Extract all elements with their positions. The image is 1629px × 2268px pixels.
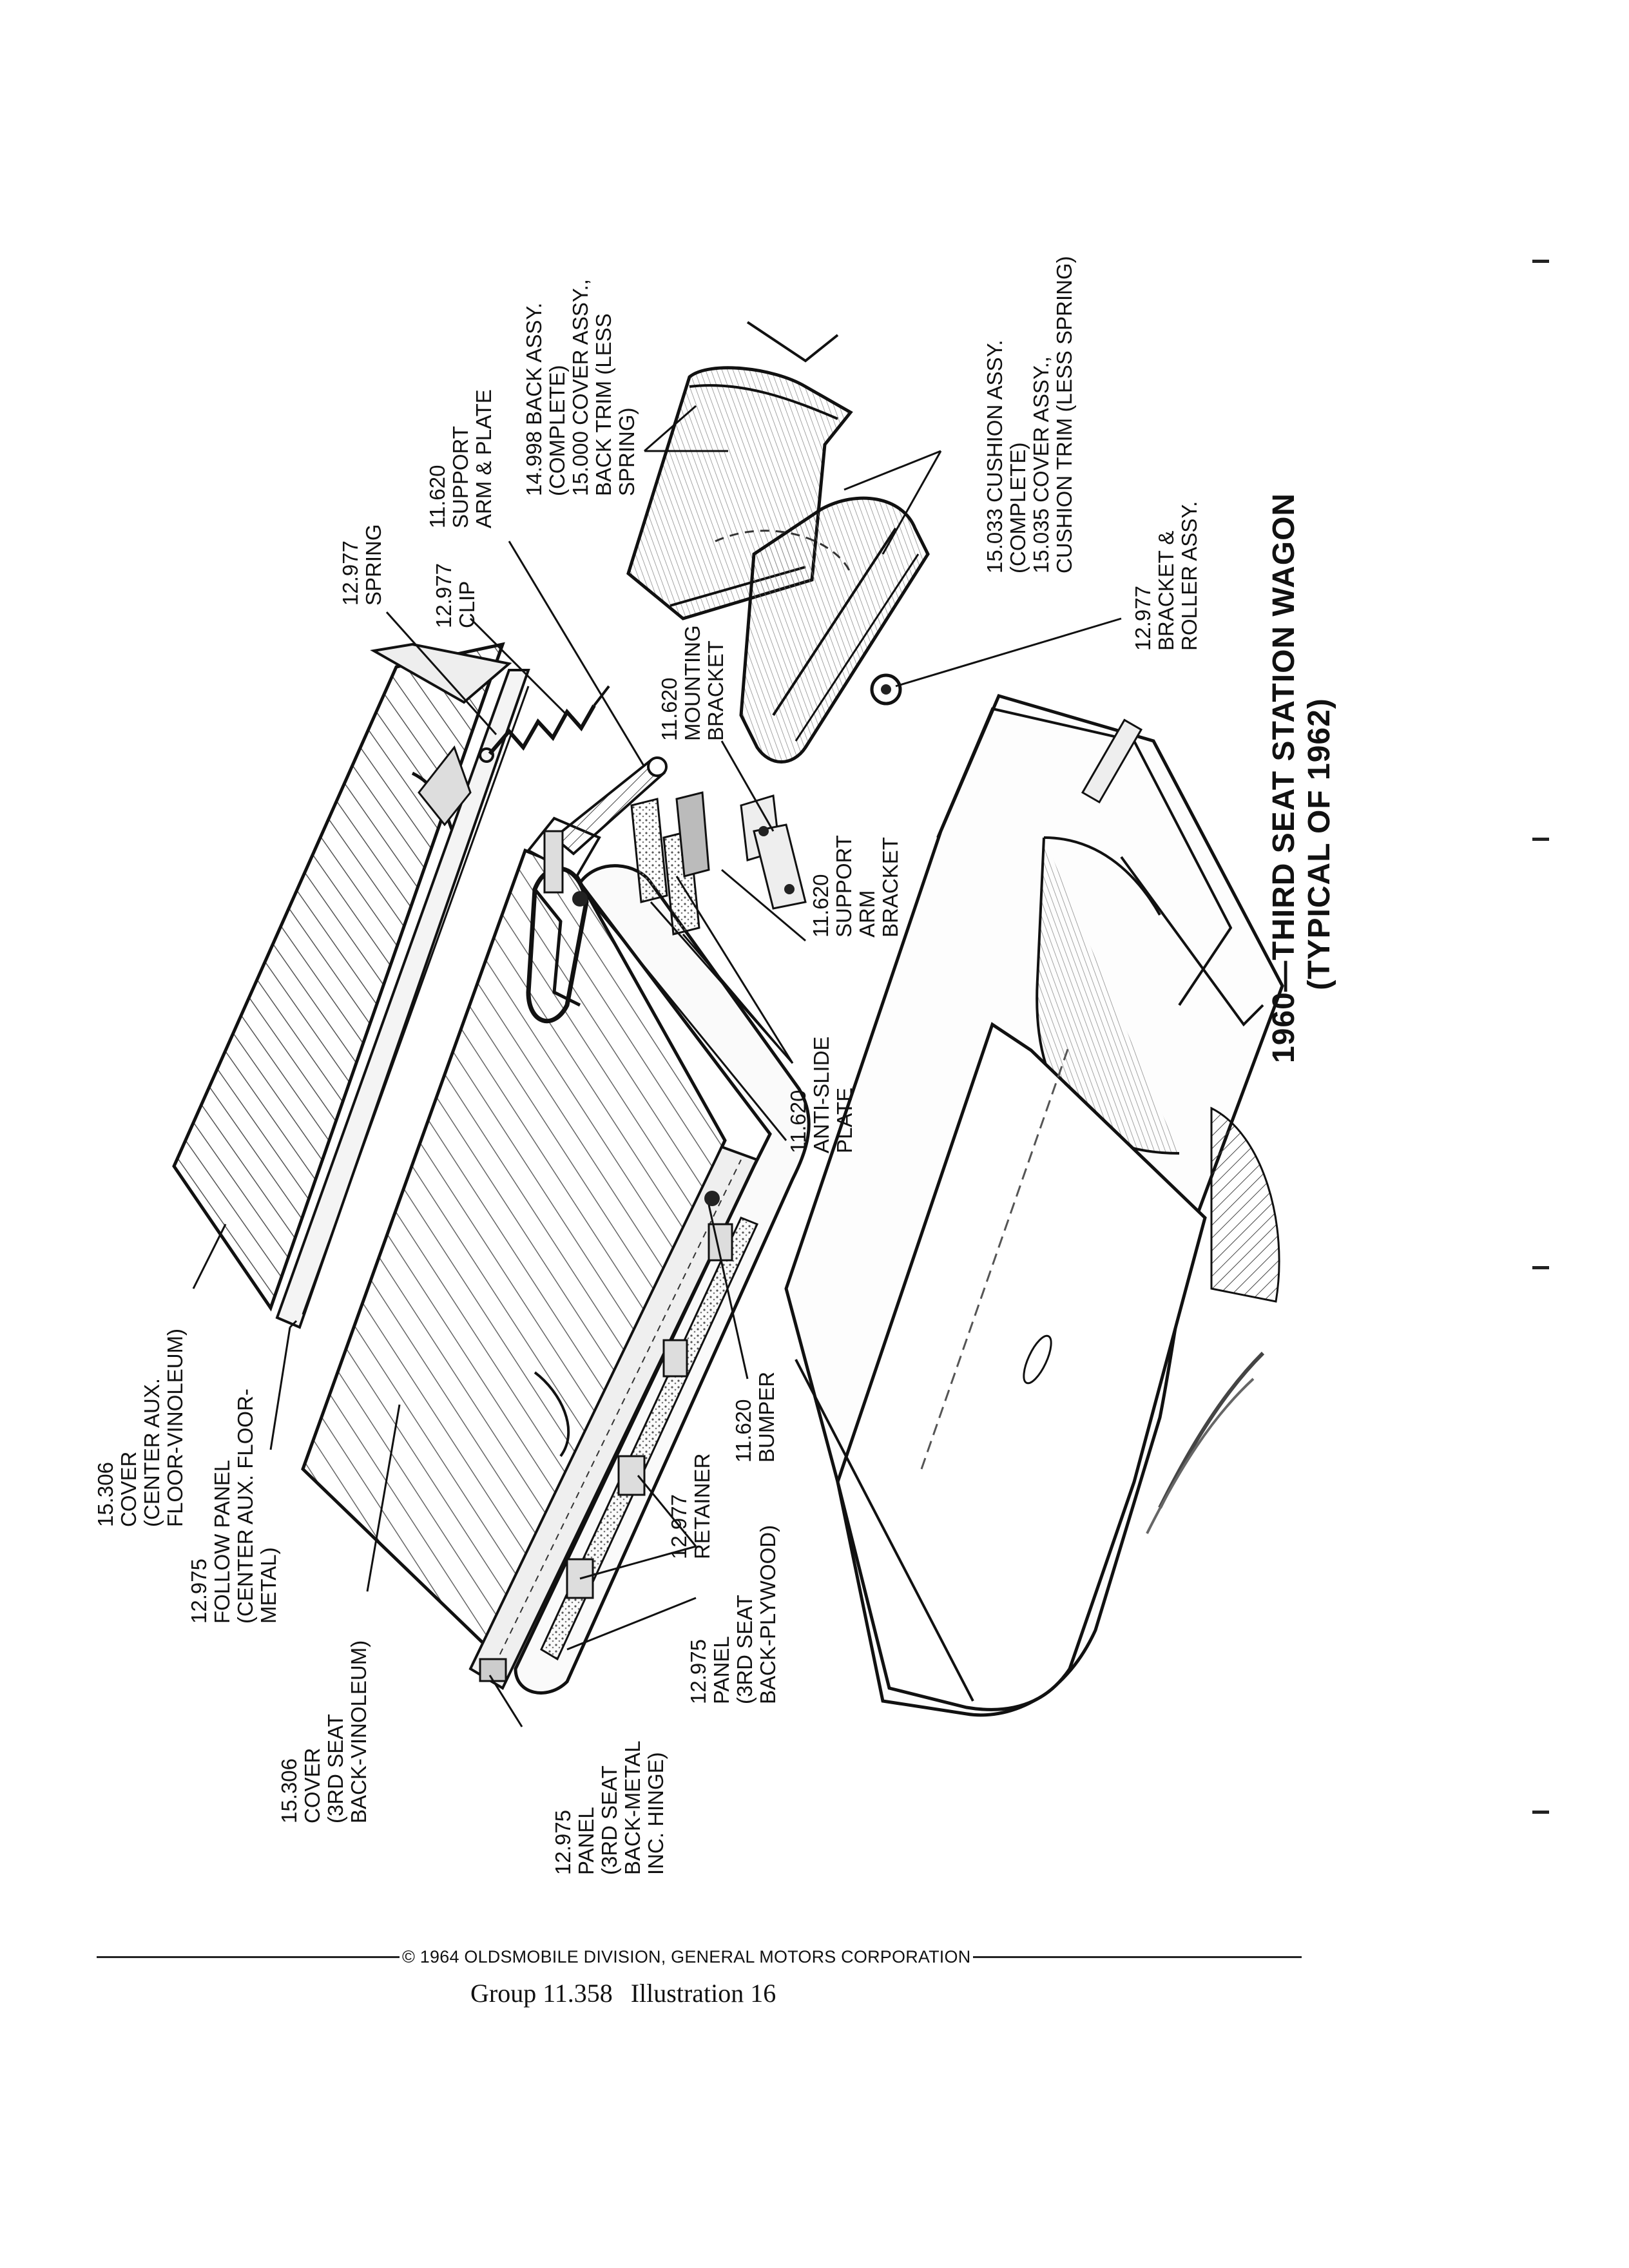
callout-cover-back-vinoleum: 15.306 COVER (3RD SEAT BACK-VINOLEUM) (277, 1640, 371, 1823)
callout-cushion-assy: 15.033 CUSHION ASSY. (COMPLETE) 15.035 C… (983, 256, 1076, 573)
title-line-2: (TYPICAL OF 1962) (1302, 698, 1336, 990)
callout-cover-floor-vinoleum: 15.306 COVER (CENTER AUX. FLOOR-VINOLEUM… (93, 1329, 187, 1527)
mounting-bracket (740, 794, 807, 910)
diagram-title: 1960—THIRD SEAT STATION WAGON (TYPICAL O… (1266, 492, 1337, 1063)
copyright-text: © 1964 OLDSMOBILE DIVISION, GENERAL MOTO… (402, 1947, 971, 1966)
footer-rule-right (973, 1956, 1302, 1958)
margin-mark (1532, 1266, 1549, 1269)
callout-follow-panel: 12.975 FOLLOW PANEL (CENTER AUX. FLOOR- … (187, 1383, 280, 1624)
bracket-roller (870, 673, 902, 706)
callout-mounting-bracket: 11.620 MOUNTING BRACKET (657, 619, 728, 741)
callout-bumper: 11.620 BUMPER (731, 1372, 778, 1463)
copyright-line: © 1964 OLDSMOBILE DIVISION, GENERAL MOTO… (97, 1947, 1302, 1967)
callout-panel-plywood: 12.975 PANEL (3RD SEAT BACK-PLYWOOD) (686, 1525, 780, 1704)
panel-seat-back-metal (468, 1145, 759, 1690)
callout-retainer: 12.977 RETAINER (667, 1454, 714, 1559)
group-number: Group 11.358 (470, 1979, 613, 2008)
callout-anti-slide-plate: 11.620 ANTI-SLIDE PLATE (786, 1030, 856, 1153)
support-arm (543, 756, 668, 894)
callout-back-assy: 14.998 BACK ASSY. (COMPLETE) 15.000 COVE… (522, 273, 639, 496)
cushion-assembly (715, 496, 930, 764)
callout-clip: 12.977 CLIP (432, 557, 479, 628)
callout-support-arm-plate: 11.620 SUPPORT ARM & PLATE (425, 389, 496, 528)
leader-lines (192, 405, 1122, 1727)
callout-support-arm-bracket: 11.620 SUPPORT ARM BRACKET (809, 829, 902, 937)
follow-panel (275, 669, 530, 1329)
margin-mark (1532, 838, 1549, 841)
margin-mark (1532, 260, 1549, 263)
footer-rule-left (97, 1956, 400, 1958)
callout-bracket-roller: 12.977 BRACKET & ROLLER ASSY. (1131, 501, 1201, 651)
illustration-number: Illustration 16 (630, 1979, 776, 2008)
title-line-1: 1960—THIRD SEAT STATION WAGON (1266, 492, 1301, 1063)
callout-spring: 12.977 SPRING (338, 524, 385, 606)
callout-panel-metal: 12.975 PANEL (3RD SEAT BACK-METAL INC. H… (551, 1736, 668, 1875)
margin-mark (1532, 1811, 1549, 1814)
panel-seat-back-plywood (514, 864, 811, 1695)
illustration-reference: Group 11.358 Illustration 16 (470, 1978, 794, 2008)
wagon-body (784, 693, 1284, 1717)
